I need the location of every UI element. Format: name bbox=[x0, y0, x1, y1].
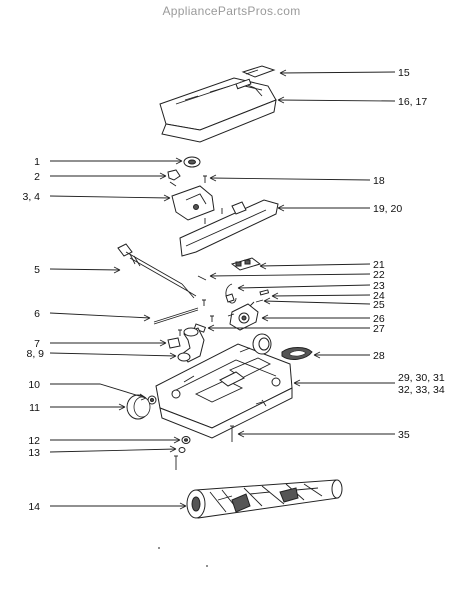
callout-28: 28 bbox=[373, 350, 385, 362]
callout-35: 35 bbox=[398, 429, 410, 441]
watermark: AppliancePartsPros.com bbox=[162, 4, 301, 18]
part-35-screw bbox=[230, 425, 234, 442]
part-5-cord-assembly bbox=[117, 243, 197, 299]
callout-29-30-31: 29, 30, 31 bbox=[398, 372, 445, 384]
part-21-switch bbox=[230, 257, 262, 271]
callout-32-33-34: 32, 33, 34 bbox=[398, 384, 445, 396]
callout-18: 18 bbox=[373, 175, 385, 187]
callout-14: 14 bbox=[28, 501, 40, 513]
callout-19-20: 19, 20 bbox=[373, 203, 402, 215]
part-3-4-bracket bbox=[171, 185, 215, 221]
callout-24: 24 bbox=[373, 290, 385, 302]
part-29-34-base bbox=[155, 343, 293, 439]
callout-10: 10 bbox=[28, 379, 40, 391]
callout-3-4: 3, 4 bbox=[22, 191, 40, 203]
callout-22: 22 bbox=[373, 269, 385, 281]
callout-25: 25 bbox=[373, 299, 385, 311]
part-22-23-wire bbox=[197, 275, 237, 304]
callout-27: 27 bbox=[373, 323, 385, 335]
part-19-20-bumper bbox=[179, 199, 279, 257]
part-8-9-elbow bbox=[177, 327, 205, 363]
part-12-13-hardware bbox=[174, 436, 191, 470]
part-rear-wheel bbox=[252, 333, 272, 355]
callout-1: 1 bbox=[34, 156, 40, 168]
callout-12: 12 bbox=[28, 435, 40, 447]
part-2-clip bbox=[167, 169, 181, 187]
part-26-motor-housing bbox=[227, 301, 259, 331]
callout-23: 23 bbox=[373, 280, 385, 292]
part-24-25-pins bbox=[255, 289, 270, 303]
callout-26: 26 bbox=[373, 313, 385, 325]
callout-5: 5 bbox=[34, 264, 40, 276]
leader-lines bbox=[49, 69, 396, 510]
part-16-17-top-cover bbox=[159, 77, 277, 143]
callout-15: 15 bbox=[398, 67, 410, 79]
part-28-belt bbox=[281, 347, 313, 360]
callout-11: 11 bbox=[29, 402, 40, 414]
callout-16-17: 16, 17 bbox=[398, 96, 427, 108]
part-11-wheel bbox=[126, 394, 151, 420]
callout-labels: 15 16, 17 1 2 18 3, 4 19, 20 21 5 22 23 … bbox=[22, 67, 444, 513]
callout-7: 7 bbox=[34, 338, 40, 350]
part-1-knob bbox=[183, 156, 201, 168]
callout-2: 2 bbox=[34, 171, 40, 183]
callout-13: 13 bbox=[28, 447, 40, 459]
part-15-latch bbox=[241, 65, 276, 78]
stray-marks bbox=[158, 547, 208, 567]
callout-8-9: 8, 9 bbox=[26, 348, 44, 360]
callout-6: 6 bbox=[34, 308, 40, 320]
part-7-clip bbox=[167, 337, 181, 349]
part-6-axle-rod bbox=[153, 307, 199, 325]
part-14-brush-roll bbox=[186, 479, 343, 519]
callout-21: 21 bbox=[373, 259, 385, 271]
part-18-screw bbox=[203, 175, 207, 183]
